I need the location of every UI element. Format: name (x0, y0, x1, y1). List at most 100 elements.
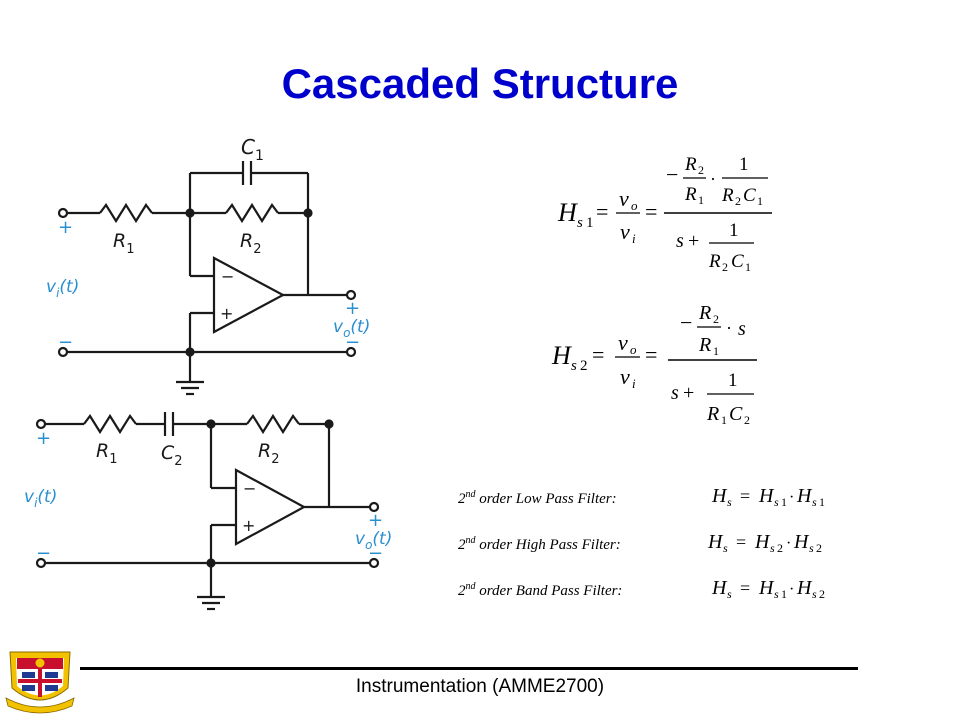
svg-text:1: 1 (729, 220, 739, 241)
svg-text:·: · (789, 489, 794, 506)
svg-text:s: s (571, 358, 577, 374)
svg-text:2: 2 (744, 413, 750, 427)
svg-text:·: · (726, 318, 732, 338)
svg-text:v: v (620, 219, 630, 244)
svg-text:=: = (596, 199, 608, 224)
svg-text:C: C (731, 251, 744, 272)
svg-text:·: · (786, 535, 791, 552)
input-minus-label: − (58, 332, 73, 353)
output-plus-label: + (345, 298, 360, 319)
svg-text:i: i (632, 231, 636, 246)
c2-output-terminal-plus (368, 501, 380, 513)
svg-text:1: 1 (698, 193, 704, 207)
svg-text:o: o (630, 342, 637, 357)
svg-text:R: R (708, 251, 721, 272)
svg-text:=: = (645, 199, 657, 224)
svg-text:R: R (698, 302, 711, 324)
svg-text:2: 2 (722, 260, 728, 274)
resistor-r2-icon (225, 202, 279, 224)
output-terminal-minus (345, 346, 357, 358)
svg-text:+: + (683, 382, 694, 404)
svg-text:1: 1 (819, 495, 825, 509)
opamp1-plus-sign: + (220, 304, 233, 323)
svg-text:2: 2 (816, 541, 822, 555)
svg-text:1: 1 (739, 154, 749, 175)
svg-text:R: R (684, 184, 697, 205)
svg-text:=: = (740, 486, 750, 506)
output-terminal-plus (345, 289, 357, 301)
svg-text:R: R (684, 154, 697, 175)
svg-text:H: H (711, 577, 728, 599)
c2-output-voltage-label: vo(t) (355, 529, 392, 552)
c2-input-minus-label: − (36, 543, 51, 564)
label-r2: R2 (240, 230, 261, 257)
c2-input-plus-label: + (36, 428, 51, 449)
circuit-high-pass (35, 412, 380, 611)
c2-label-r1: R1 (96, 440, 117, 467)
input-voltage-label: vi(t) (46, 277, 79, 300)
output-minus-label: − (345, 332, 360, 353)
c2-label-c2: C2 (161, 442, 183, 469)
svg-text:1: 1 (586, 215, 594, 231)
svg-text:v: v (620, 364, 630, 389)
svg-text:1: 1 (745, 260, 751, 274)
svg-text:=: = (645, 342, 657, 367)
svg-text:=: = (592, 342, 604, 367)
svg-text:−: − (680, 310, 692, 335)
c2-output-terminal-minus (368, 557, 380, 569)
svg-text:1: 1 (781, 587, 787, 601)
opamp2-minus-sign: − (243, 479, 256, 498)
svg-text:=: = (736, 532, 746, 552)
svg-text:1: 1 (728, 370, 738, 391)
svg-text:1: 1 (721, 413, 727, 427)
op-amp-2-icon (234, 468, 307, 546)
footer-divider (80, 667, 858, 670)
svg-text:i: i (632, 376, 636, 391)
svg-text:H: H (711, 485, 728, 507)
svg-text:s: s (770, 541, 775, 555)
svg-text:1: 1 (781, 495, 787, 509)
circuit-low-pass (57, 161, 357, 396)
footer-text: Instrumentation (AMME2700) (355, 676, 605, 697)
svg-text:s: s (809, 541, 814, 555)
input-plus-label: + (58, 217, 73, 238)
svg-text:H: H (707, 531, 724, 553)
c2-output-minus-label: − (368, 543, 383, 564)
svg-text:R: R (721, 185, 734, 206)
svg-text:o: o (631, 198, 638, 213)
svg-text:·: · (789, 581, 794, 598)
filter-label-low-pass: 2nd order Low Pass Filter: (458, 489, 617, 507)
svg-text:2: 2 (735, 194, 741, 208)
slide-title: Cascaded Structure (281, 60, 679, 107)
c2-resistor-r1-icon (83, 413, 137, 435)
c2-label-r2: R2 (258, 440, 279, 467)
svg-text:H: H (793, 531, 810, 553)
opamp1-minus-sign: − (221, 267, 234, 286)
c2-input-voltage-label: vi(t) (24, 487, 57, 510)
svg-text:v: v (618, 330, 628, 355)
svg-text:C: C (729, 403, 743, 425)
svg-text:s: s (723, 541, 728, 555)
svg-text:s: s (577, 215, 583, 231)
svg-text:s: s (727, 587, 732, 601)
svg-text:1: 1 (713, 344, 719, 358)
svg-text:s: s (671, 382, 679, 404)
opamp2-plus-sign: + (242, 516, 255, 535)
svg-text:1: 1 (757, 194, 763, 208)
filter-label-band-pass: 2nd order Band Pass Filter: (458, 581, 623, 599)
svg-text:R: R (706, 403, 719, 425)
svg-text:v: v (619, 186, 629, 211)
c2-output-plus-label: + (368, 510, 383, 531)
svg-text:s: s (774, 495, 779, 509)
output-voltage-label: vo(t) (333, 317, 370, 340)
svg-text:H: H (796, 577, 813, 599)
svg-text:=: = (740, 578, 750, 598)
svg-text:2: 2 (580, 358, 588, 374)
university-crest-logo (5, 651, 75, 714)
svg-text:+: + (688, 230, 699, 252)
svg-text:H: H (557, 198, 578, 227)
svg-text:H: H (758, 485, 775, 507)
